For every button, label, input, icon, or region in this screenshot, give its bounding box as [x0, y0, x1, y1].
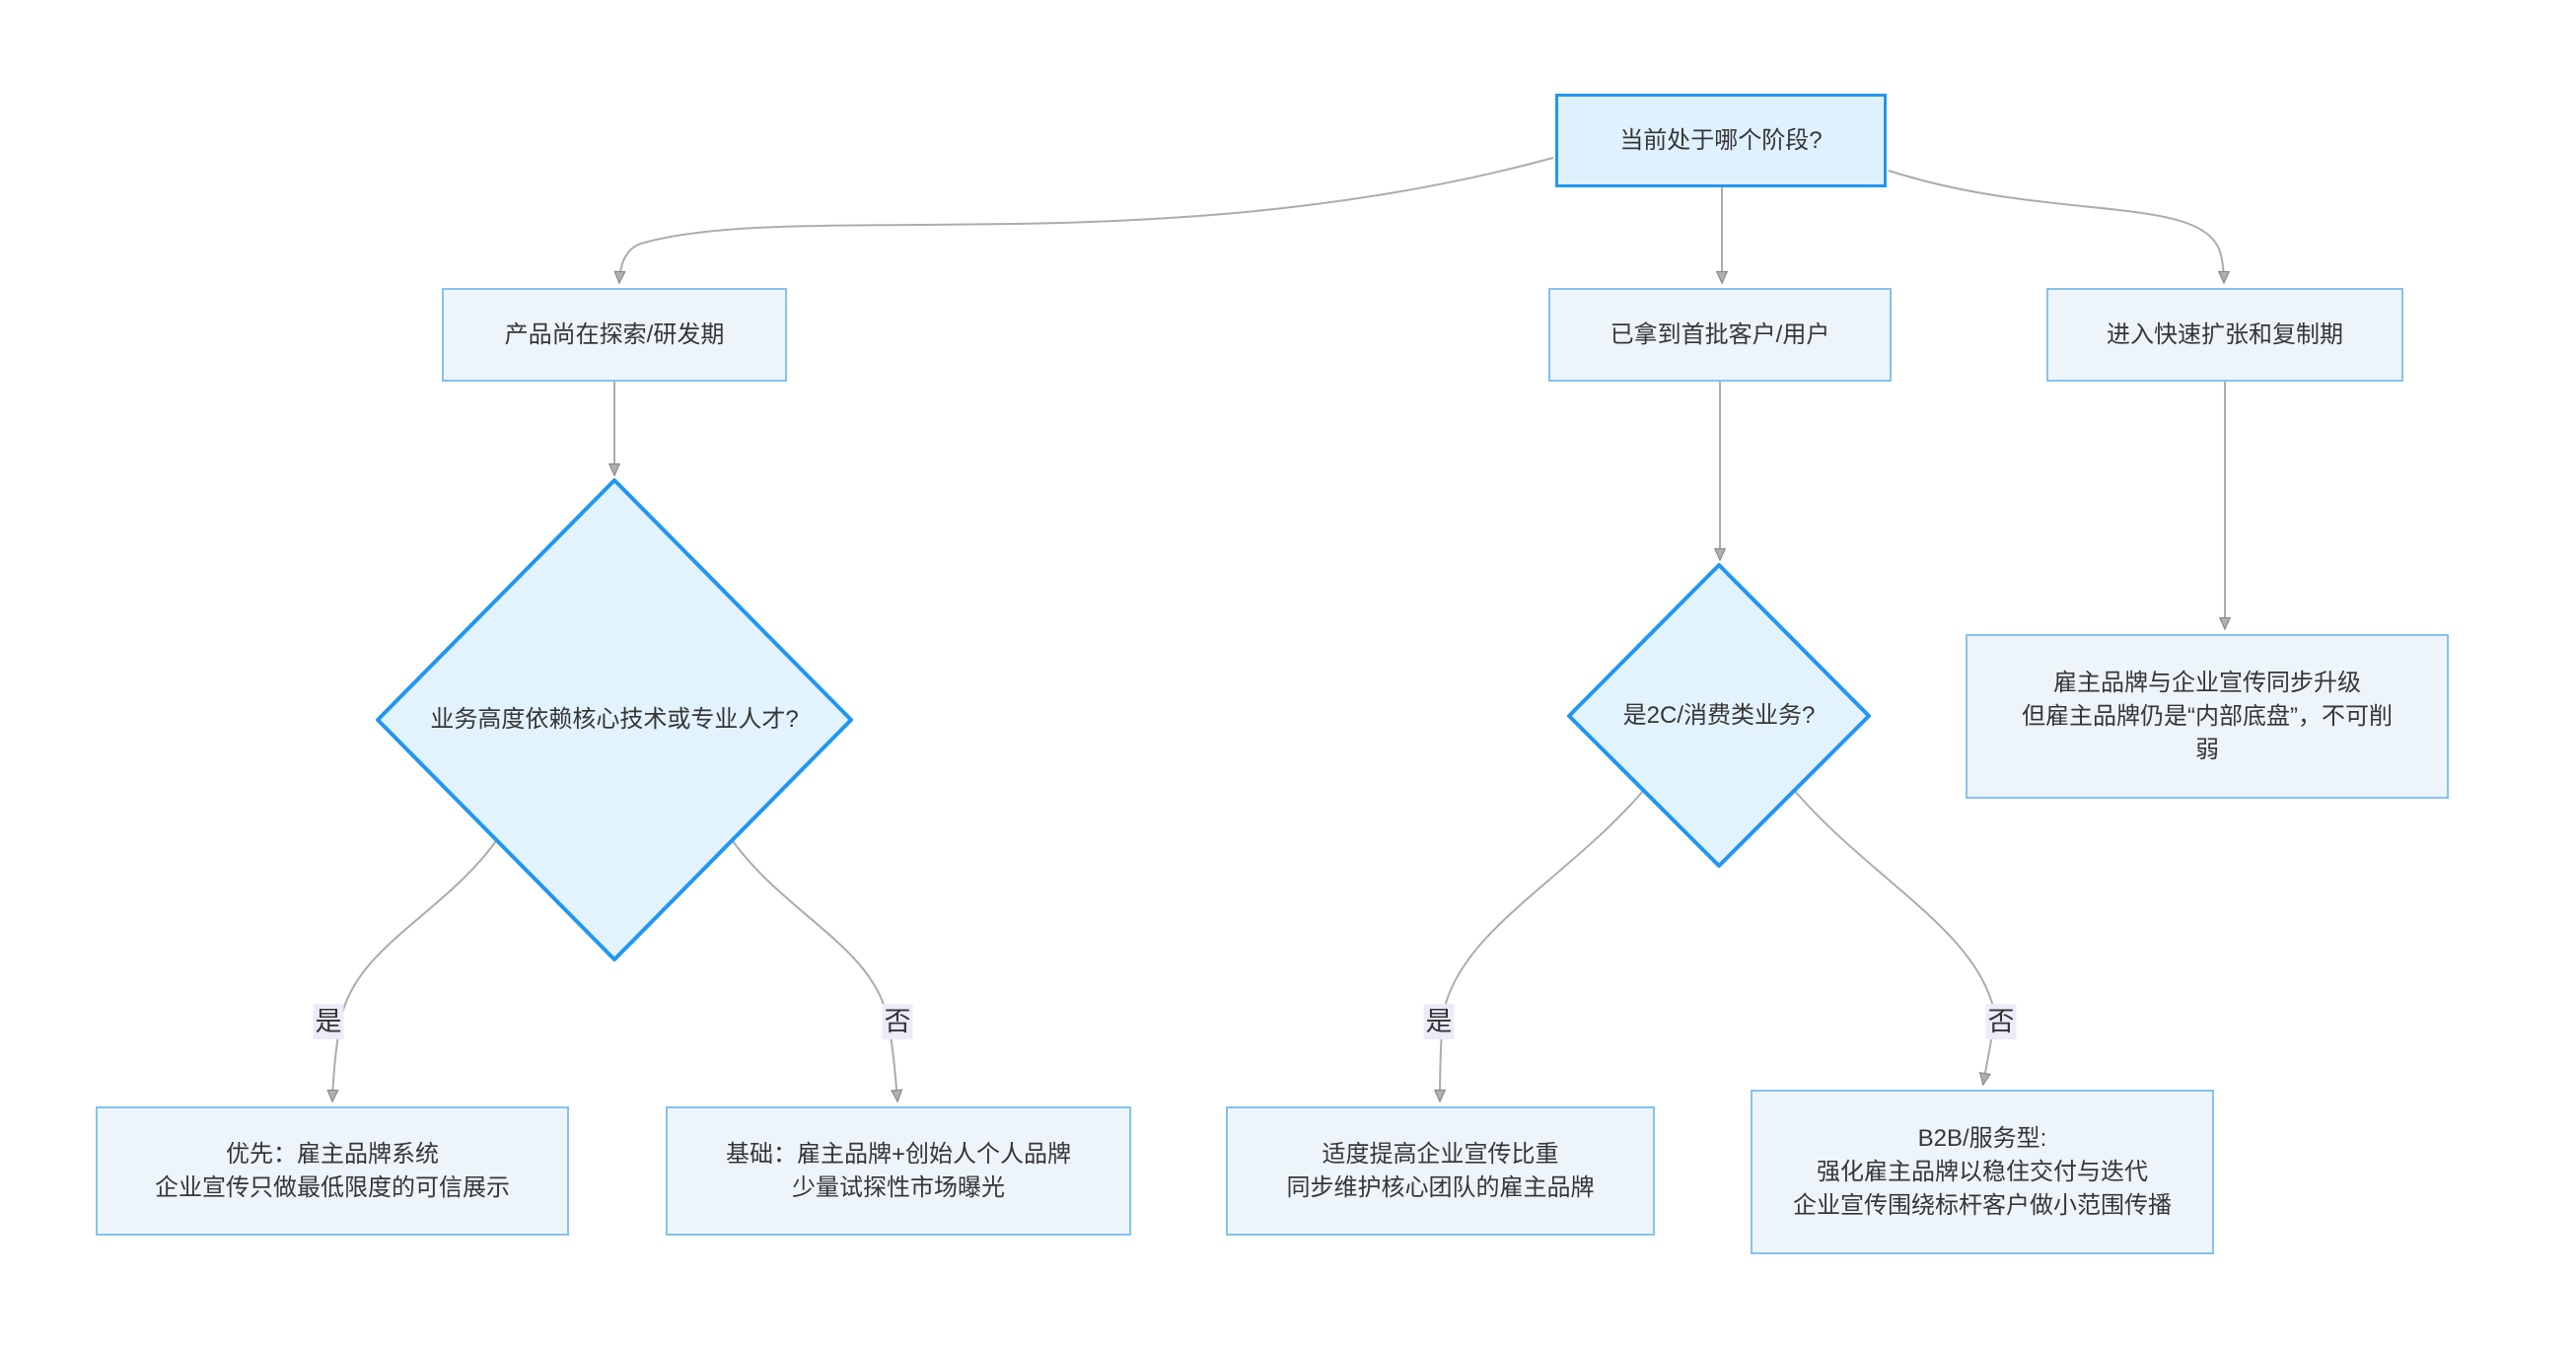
- node-outcome-basic-line2: 少量试探性市场曝光: [792, 1173, 1005, 1201]
- node-stage-first-customers: 已拿到首批客户/用户: [1548, 288, 1892, 382]
- node-outcome-b2b-line1: B2B/服务型:: [1917, 1124, 2047, 1152]
- node-outcome-upgrade-line1: 雇主品牌与企业宣传同步升级: [2053, 669, 2361, 696]
- node-outcome-priority: 优先：雇主品牌系统 企业宣传只做最低限度的可信展示: [96, 1106, 569, 1236]
- node-outcome-moderate-line2: 同步维护核心团队的雇主品牌: [1286, 1173, 1595, 1201]
- edge-label-talent-no: 否: [882, 1004, 913, 1039]
- node-stage-explore: 产品尚在探索/研发期: [442, 288, 787, 382]
- edge-label-consumer-no: 否: [1985, 1004, 2017, 1039]
- node-outcome-priority-line1: 优先：雇主品牌系统: [226, 1140, 439, 1168]
- edge-talent-no-to-basic: [732, 840, 897, 1100]
- edge-root-to-explore: [619, 157, 1554, 282]
- decision-consumer-label: 是2C/消费类业务?: [1622, 702, 1816, 729]
- node-outcome-b2b: B2B/服务型: 强化雇主品牌以稳住交付与迭代 企业宣传围绕标杆客户做小范围传播: [1751, 1090, 2214, 1254]
- node-outcome-b2b-line3: 企业宣传围绕标杆客户做小范围传播: [1793, 1191, 2172, 1219]
- node-outcome-b2b-line2: 强化雇主品牌以稳住交付与迭代: [1817, 1158, 2148, 1185]
- node-outcome-priority-line2: 企业宣传只做最低限度的可信展示: [155, 1173, 510, 1201]
- edge-label-consumer-yes: 是: [1423, 1004, 1455, 1039]
- node-outcome-upgrade-line2: 但雇主品牌仍是“内部底盘”，不可削: [2022, 702, 2393, 730]
- node-outcome-basic: 基础：雇主品牌+创始人个人品牌 少量试探性市场曝光: [666, 1106, 1131, 1236]
- node-outcome-upgrade: 雇主品牌与企业宣传同步升级 但雇主品牌仍是“内部底盘”，不可削 弱: [1966, 634, 2449, 799]
- edge-label-talent-yes: 是: [313, 1004, 344, 1039]
- decision-talent-label: 业务高度依赖核心技术或专业人才?: [430, 706, 799, 733]
- decision-talent-shape: [376, 478, 853, 961]
- node-outcome-moderate: 适度提高企业宣传比重 同步维护核心团队的雇主品牌: [1226, 1106, 1655, 1236]
- node-stage-first-customers-label: 已拿到首批客户/用户: [1610, 320, 1830, 348]
- node-outcome-moderate-line1: 适度提高企业宣传比重: [1322, 1140, 1559, 1168]
- decision-consumer-shape: [1567, 563, 1871, 868]
- edge-talent-yes-to-priority: [332, 840, 497, 1100]
- edge-consumer-yes-to-moderate: [1440, 789, 1645, 1100]
- node-stage-expansion: 进入快速扩张和复制期: [2046, 288, 2403, 382]
- node-stage-explore-label: 产品尚在探索/研发期: [504, 320, 725, 348]
- node-stage-expansion-label: 进入快速扩张和复制期: [2107, 320, 2343, 348]
- node-outcome-upgrade-line3: 弱: [2195, 736, 2219, 763]
- edge-root-to-expansion: [1888, 170, 2224, 282]
- edge-consumer-no-to-b2b: [1793, 789, 1997, 1084]
- node-root-question: 当前处于哪个阶段?: [1555, 94, 1887, 187]
- node-outcome-basic-line1: 基础：雇主品牌+创始人个人品牌: [725, 1140, 1071, 1168]
- node-root-question-label: 当前处于哪个阶段?: [1619, 126, 1823, 154]
